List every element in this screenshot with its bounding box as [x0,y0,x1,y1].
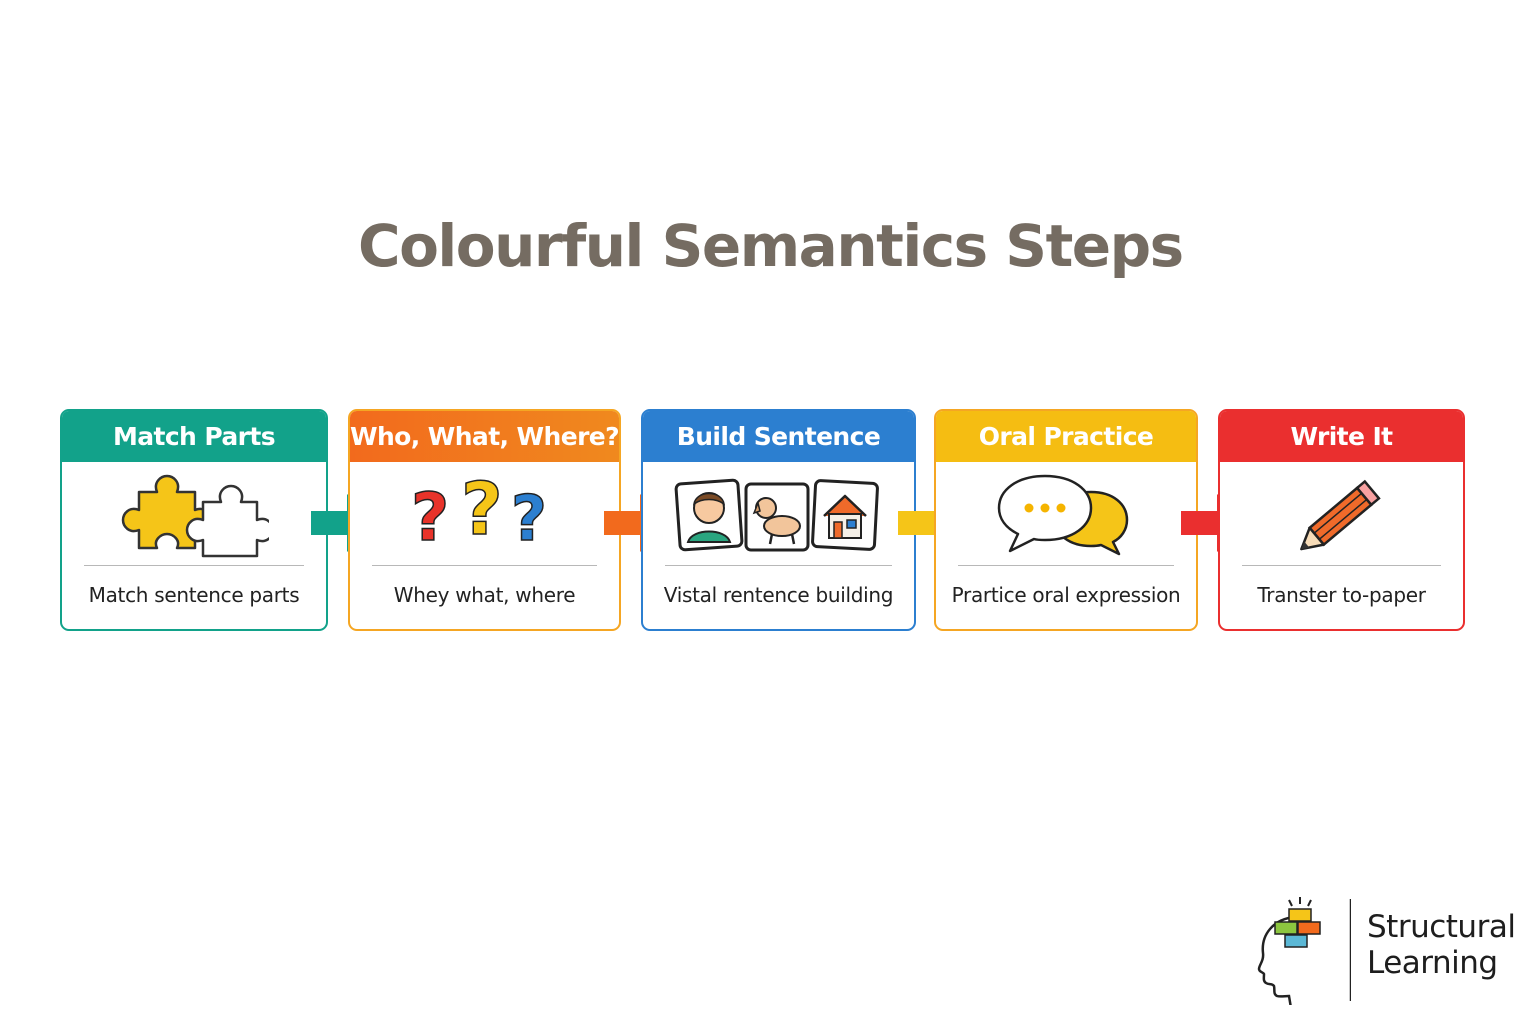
head-blocks-icon [1257,897,1351,1005]
page-title: Colourful Semantics Steps [358,212,1184,280]
picture-cards-icon [643,469,914,561]
step-card-build-sentence: Build Sentence [641,409,916,631]
step-header: Oral Practice [936,411,1196,462]
divider [1242,565,1441,566]
logo-text-line1: Structural [1367,909,1516,945]
step-caption: Whey what, where [393,583,576,607]
step-caption: Match sentence parts [88,583,300,607]
speech-bubbles-icon [936,469,1196,561]
step-header: Write It [1220,411,1463,462]
svg-text:?: ? [511,482,547,555]
question-marks-icon: ? ? ? [350,469,619,561]
svg-text:?: ? [461,470,503,551]
pencil-icon [1220,469,1463,561]
step-header: Match Parts [62,411,326,462]
divider [665,565,892,566]
step-card-match-parts: Match Parts Match sentence parts [60,409,328,631]
step-card-who-what-where: Who, What, Where? ? ? ? Whey what, where [348,409,621,631]
logo-text-line2: Learning [1367,945,1498,981]
step-header: Who, What, Where? [350,411,619,462]
step-caption: Prartice oral expression [951,583,1181,607]
divider [958,565,1174,566]
step-header: Build Sentence [643,411,914,462]
step-caption: Transter to-paper [1257,583,1426,607]
puzzle-icon [62,469,326,561]
divider [372,565,597,566]
step-card-oral-practice: Oral Practice Prartice oral expression [934,409,1198,631]
svg-text:?: ? [411,479,449,556]
step-card-write-it: Write It Transter to-paper [1218,409,1465,631]
step-caption: Vistal rentence building [663,583,894,607]
structural-learning-logo: Structural Learning [1255,895,1516,1005]
divider [84,565,304,566]
